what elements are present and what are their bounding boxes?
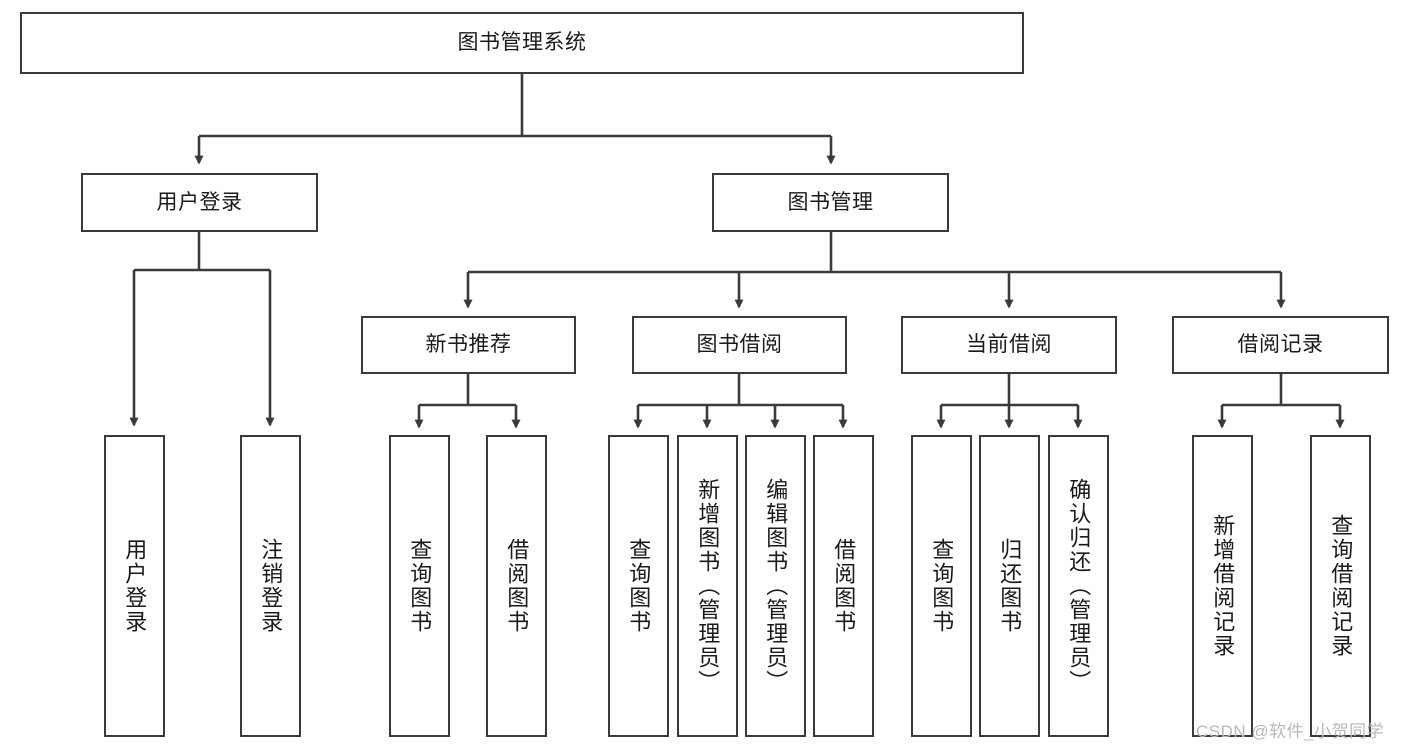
node-new-book-recommend[interactable]: 新书推荐 [361, 316, 576, 374]
node-user-login-label: 用户登录 [156, 190, 243, 214]
node-borrow-record-label: 借阅记录 [1237, 333, 1324, 357]
node-leaf-add-book-label: 新增图书（管理员） [695, 478, 721, 694]
node-leaf-confirm-return[interactable]: 确认归还（管理员） [1048, 435, 1109, 737]
node-leaf-confirm-return-label: 确认归还（管理员） [1066, 478, 1092, 694]
node-leaf-add-record-label: 新增借阅记录 [1210, 514, 1236, 658]
node-book-borrow-label: 图书借阅 [696, 333, 783, 357]
node-leaf-query-book-1[interactable]: 查询图书 [389, 435, 450, 737]
node-current-borrow-label: 当前借阅 [966, 333, 1052, 357]
node-leaf-query-book-3-label: 查询图书 [929, 538, 955, 634]
node-root[interactable]: 图书管理系统 [20, 12, 1024, 74]
node-leaf-query-record-label: 查询借阅记录 [1328, 514, 1354, 658]
node-leaf-user-login-label: 用户登录 [122, 538, 148, 634]
node-leaf-borrow-book-2[interactable]: 借阅图书 [813, 435, 874, 737]
node-leaf-return-book-label: 归还图书 [997, 538, 1023, 634]
node-book-manage-label: 图书管理 [787, 190, 874, 214]
csdn-watermark: CSDN @软件_小贺同学 [1196, 722, 1385, 741]
node-leaf-query-book-2[interactable]: 查询图书 [608, 435, 669, 737]
node-book-manage[interactable]: 图书管理 [712, 173, 949, 232]
node-leaf-add-record[interactable]: 新增借阅记录 [1192, 435, 1253, 737]
node-root-label: 图书管理系统 [457, 31, 587, 55]
node-borrow-record[interactable]: 借阅记录 [1172, 316, 1389, 374]
node-user-login[interactable]: 用户登录 [81, 173, 318, 232]
node-leaf-edit-book-label: 编辑图书（管理员） [763, 478, 789, 694]
node-leaf-logout-login-label: 注销登录 [258, 538, 284, 634]
node-book-borrow[interactable]: 图书借阅 [632, 316, 847, 374]
node-leaf-borrow-book-1[interactable]: 借阅图书 [486, 435, 547, 737]
node-leaf-query-book-3[interactable]: 查询图书 [911, 435, 972, 737]
node-leaf-query-book-2-label: 查询图书 [626, 538, 652, 634]
node-leaf-borrow-book-2-label: 借阅图书 [831, 538, 857, 634]
node-leaf-query-record[interactable]: 查询借阅记录 [1310, 435, 1371, 737]
node-leaf-query-book-1-label: 查询图书 [407, 538, 433, 634]
node-leaf-add-book[interactable]: 新增图书（管理员） [677, 435, 738, 737]
node-leaf-return-book[interactable]: 归还图书 [979, 435, 1040, 737]
node-new-book-recommend-label: 新书推荐 [425, 333, 512, 357]
node-current-borrow[interactable]: 当前借阅 [901, 316, 1117, 374]
node-leaf-borrow-book-1-label: 借阅图书 [504, 538, 530, 634]
node-leaf-logout-login[interactable]: 注销登录 [240, 435, 301, 737]
node-leaf-edit-book[interactable]: 编辑图书（管理员） [745, 435, 806, 737]
node-leaf-user-login[interactable]: 用户登录 [104, 435, 165, 737]
